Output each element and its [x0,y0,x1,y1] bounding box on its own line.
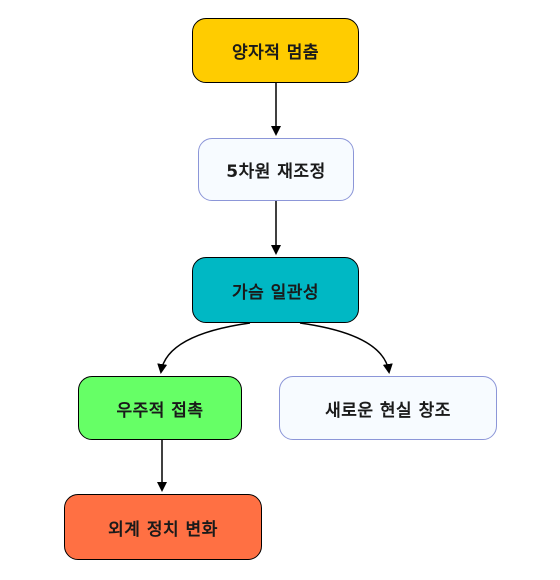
node-quantum-stop: 양자적 멈춤 [192,18,359,83]
node-cosmic-contact: 우주적 접촉 [78,376,242,440]
edge-heart-coherence-to-cosmic-contact [157,322,251,374]
node-5d-recalibration: 5차원 재조정 [198,138,354,201]
node-et-politics-change: 외계 정치 변화 [64,494,262,560]
node-new-reality-creation: 새로운 현실 창조 [279,376,497,440]
node-heart-coherence: 가슴 일관성 [192,257,359,323]
edge-heart-coherence-to-new-reality [299,322,393,374]
